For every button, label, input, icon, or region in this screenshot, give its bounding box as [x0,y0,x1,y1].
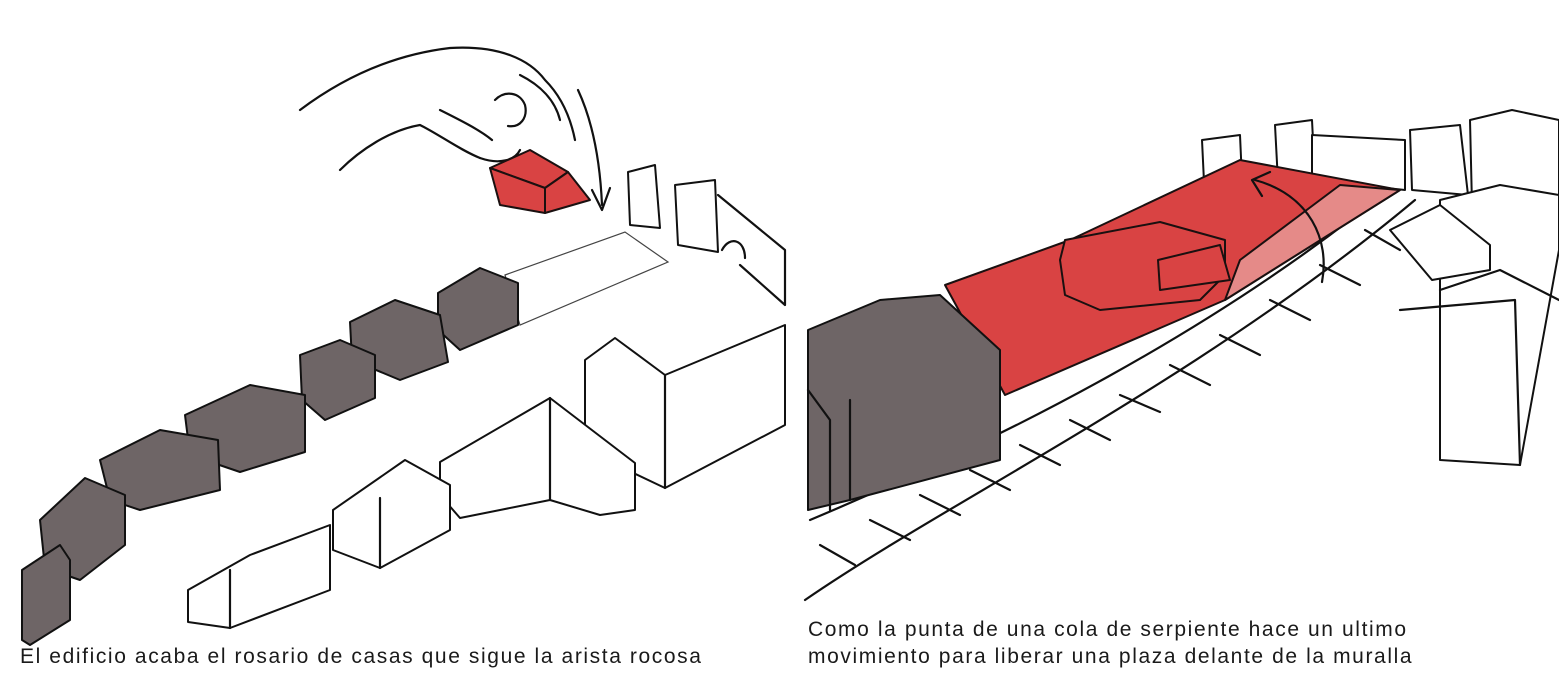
right-caption: Como la punta de una cola de serpiente h… [808,616,1413,670]
right-sketch-drawing [803,109,1559,602]
right-caption-line-2: movimiento para liberar una plaza delant… [808,645,1414,668]
hand-illustration [298,46,577,172]
existing-gray-building [806,294,1001,512]
existing-houses-row [21,267,519,646]
red-serpent-building[interactable] [944,159,1401,396]
left-sketch-panel: El edificio acaba el rosario de casas qu… [20,46,787,668]
left-caption: El edificio acaba el rosario de casas qu… [20,645,703,668]
curved-arrow-icon [1250,170,1325,284]
right-caption-line-1: Como la punta de una cola de serpiente h… [808,618,1408,641]
neighbor-white-houses [187,164,787,630]
right-white-building [1389,184,1559,467]
background-buildings [1201,109,1559,216]
right-sketch-panel: Como la punta de una cola de serpiente h… [800,0,1559,675]
left-sketch-drawing [21,46,787,646]
down-arrow-icon [576,88,612,212]
empty-plot-outline [504,231,670,326]
red-cube-block [489,149,591,214]
